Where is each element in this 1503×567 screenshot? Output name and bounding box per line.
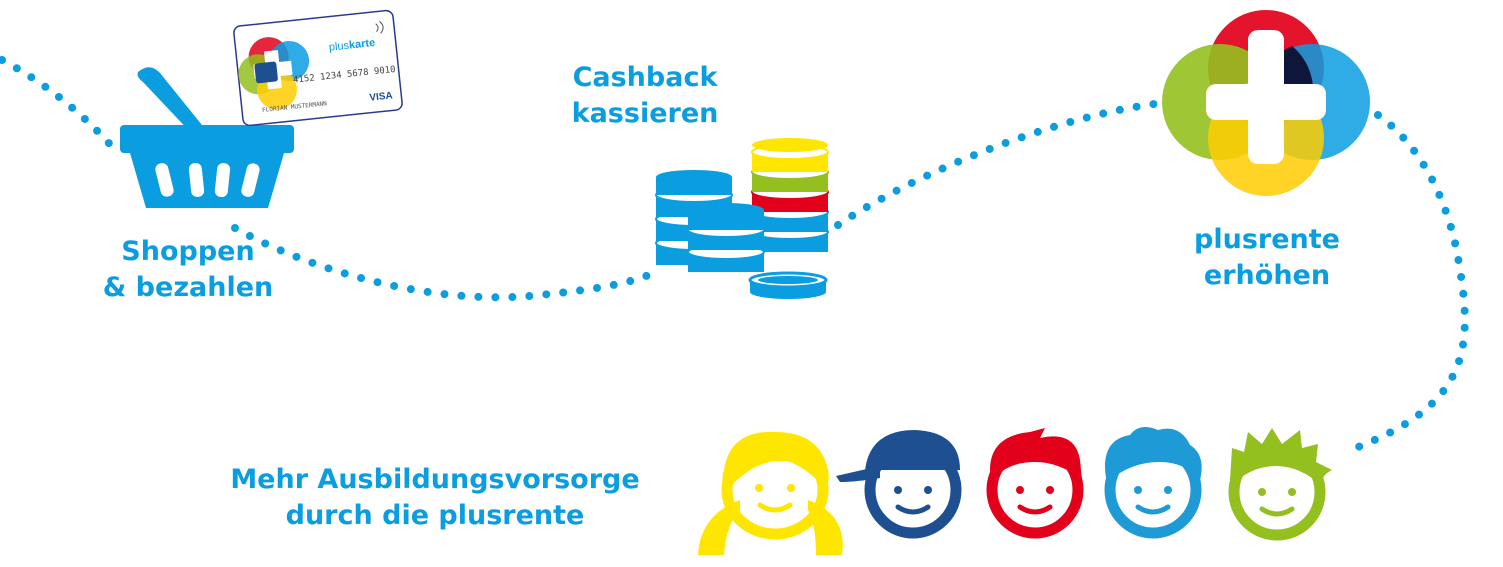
card-brand: pluskarte [328,37,375,54]
card-network: VISA [369,90,393,103]
path-segment-cash-to-rente [834,99,1166,229]
step-label-plusrente: plusrente erhöhen [1162,222,1372,293]
path-segment-start [0,56,119,154]
step-label-education-line1: Mehr Ausbildungsvorsorge [230,464,640,495]
coin-stack-colored [751,138,829,252]
step-label-cashback-line2: kassieren [571,97,719,129]
step-label-shop: Shoppen & bezahlen [88,234,288,305]
child-face-curly [1104,426,1202,539]
children-faces-icon [698,426,1332,555]
plus-logo-icon [1162,10,1370,196]
shopping-basket-icon [120,67,294,208]
path-segment-rente-to-kids [1341,111,1469,456]
credit-card-icon: pluskarte 4152 1234 5678 9010 FLORIAN MU… [233,9,403,127]
step-label-shop-line1: Shoppen [121,236,255,267]
path-segment-shop-to-cash [231,224,664,302]
coin-stacks-icon [655,138,829,299]
coin-stack-left [655,170,733,265]
step-label-shop-line2: & bezahlen [102,271,274,303]
child-face-girl [698,431,843,555]
child-face-green [1228,428,1332,541]
child-face-red [986,428,1084,539]
step-label-cashback: Cashback kassieren [545,60,745,131]
dotted-path [0,56,1469,456]
step-label-education: Mehr Ausbildungsvorsorge durch die plusr… [195,462,675,533]
coin-stack-middle [687,203,765,272]
step-label-education-line2: durch die plusrente [285,499,585,531]
coin-single [748,271,828,299]
step-label-cashback-line1: Cashback [572,62,718,93]
child-face-cap [836,430,962,539]
step-label-plusrente-line1: plusrente [1194,224,1340,255]
step-label-plusrente-line2: erhöhen [1203,259,1331,291]
